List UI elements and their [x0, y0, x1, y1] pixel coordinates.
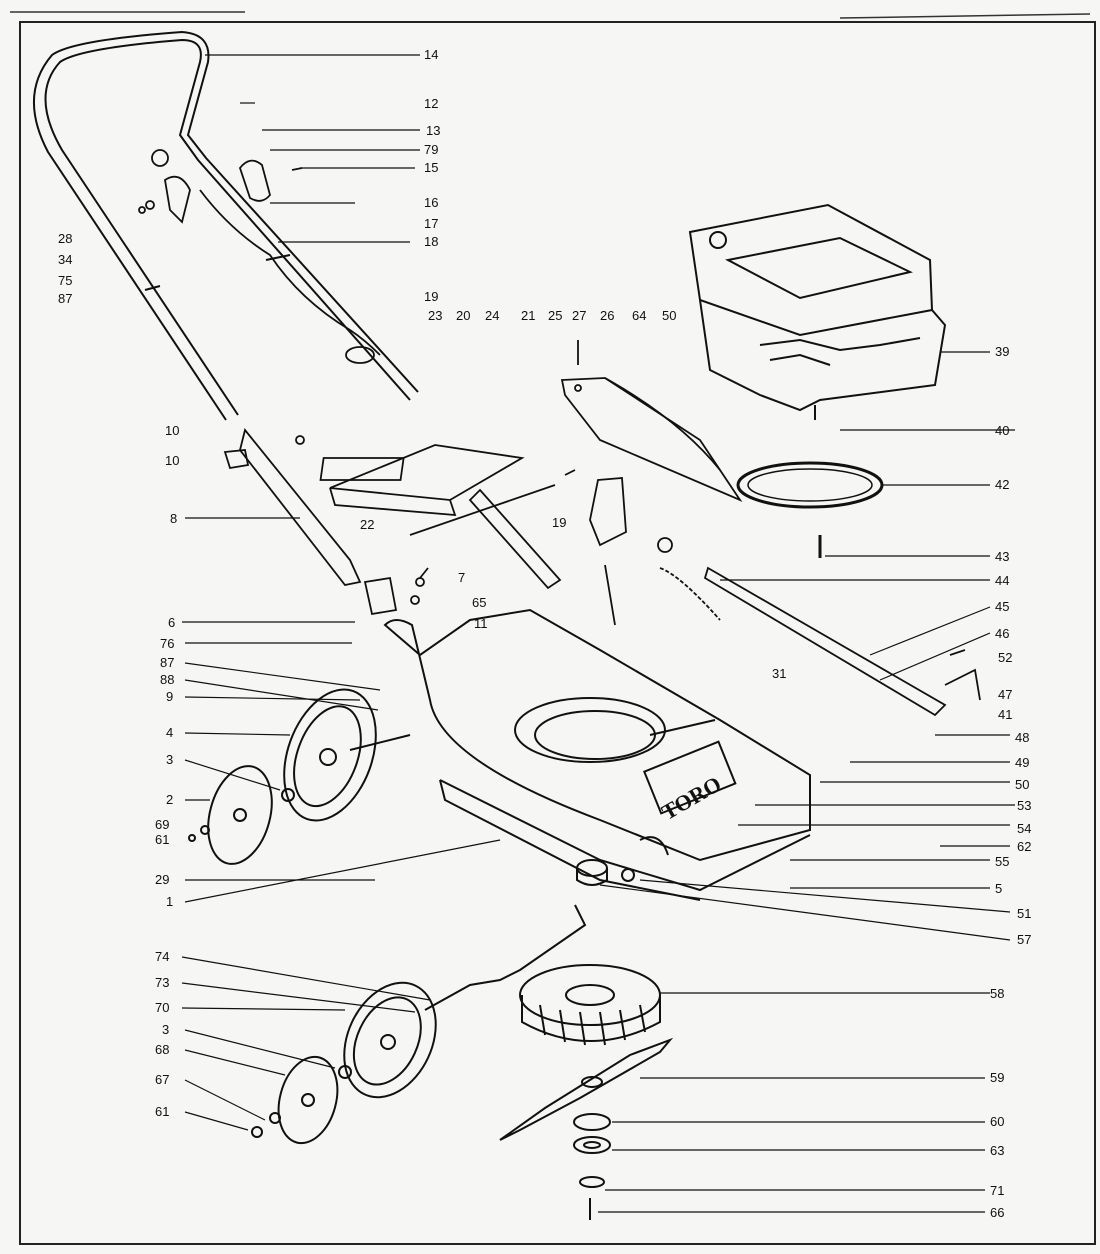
label-27: 27 — [572, 308, 587, 323]
label-23: 23 — [428, 308, 443, 323]
label-41: 41 — [998, 707, 1013, 722]
label-2: 2 — [166, 792, 174, 807]
label-45: 45 — [995, 599, 1010, 614]
label-10-b: 10 — [165, 453, 180, 468]
label-50-top: 50 — [662, 308, 677, 323]
label-26: 26 — [600, 308, 615, 323]
blade-washers — [573, 1076, 611, 1220]
label-16: 16 — [424, 195, 439, 210]
grass-deflector — [319, 444, 576, 590]
label-74: 74 — [155, 949, 170, 964]
label-61-bottom: 61 — [155, 1104, 170, 1119]
label-48: 48 — [1015, 730, 1030, 745]
label-13: 13 — [426, 123, 441, 138]
label-24: 24 — [485, 308, 500, 323]
label-87-top: 87 — [58, 291, 73, 306]
label-12: 12 — [424, 96, 439, 111]
label-51: 51 — [1017, 906, 1032, 921]
label-61-top: 61 — [155, 832, 170, 847]
label-63: 63 — [990, 1143, 1005, 1158]
label-44: 44 — [995, 573, 1010, 588]
label-3-bottom: 3 — [162, 1022, 170, 1037]
label-69: 69 — [155, 817, 170, 832]
label-19-top: 19 — [424, 289, 439, 304]
cooling-fan — [519, 964, 661, 1046]
label-73: 73 — [155, 975, 170, 990]
blade-adapter — [576, 859, 635, 886]
label-14: 14 — [424, 47, 439, 62]
label-50: 50 — [1015, 777, 1030, 792]
label-79: 79 — [424, 142, 439, 157]
label-1: 1 — [166, 894, 174, 909]
label-7: 7 — [458, 570, 466, 585]
label-18: 18 — [424, 234, 439, 249]
label-46: 46 — [995, 626, 1010, 641]
label-87-mid: 87 — [160, 655, 175, 670]
mower-deck: TORO — [383, 608, 811, 901]
label-11: 11 — [474, 616, 488, 631]
label-47: 47 — [998, 687, 1013, 702]
label-60: 60 — [990, 1114, 1005, 1129]
label-68: 68 — [155, 1042, 170, 1057]
label-65: 65 — [472, 595, 487, 610]
label-3-top: 3 — [166, 752, 174, 767]
label-6: 6 — [168, 615, 176, 630]
label-5: 5 — [995, 881, 1003, 896]
label-67: 67 — [155, 1072, 170, 1087]
label-19-mid: 19 — [552, 515, 567, 530]
label-75: 75 — [58, 273, 73, 288]
label-55: 55 — [995, 854, 1010, 869]
label-58: 58 — [990, 986, 1005, 1001]
label-39: 39 — [995, 344, 1010, 359]
label-62: 62 — [1017, 839, 1032, 854]
control-parts — [138, 149, 381, 364]
label-57: 57 — [1017, 932, 1032, 947]
brand-logo-text: TORO — [657, 771, 725, 825]
height-adjust-bar — [604, 564, 981, 717]
rear-hubcap — [188, 765, 273, 865]
front-axle — [424, 904, 587, 1011]
label-25: 25 — [548, 308, 563, 323]
label-88: 88 — [160, 672, 175, 687]
rear-wheel — [281, 688, 411, 822]
label-15: 15 — [424, 160, 439, 175]
label-22: 22 — [360, 517, 375, 532]
leader-lines — [181, 54, 1015, 1213]
label-8: 8 — [170, 511, 178, 526]
label-59: 59 — [990, 1070, 1005, 1085]
label-4: 4 — [166, 725, 174, 740]
front-hubcap — [251, 1055, 339, 1145]
front-wheel — [338, 981, 437, 1099]
mower-blade — [499, 1037, 674, 1141]
label-10-a: 10 — [165, 423, 180, 438]
label-21: 21 — [521, 308, 536, 323]
label-34: 34 — [58, 252, 73, 267]
label-20: 20 — [456, 308, 471, 323]
engine — [688, 203, 947, 420]
label-28: 28 — [58, 231, 73, 246]
lower-handle-bracket — [223, 428, 429, 616]
handle-assembly — [32, 30, 419, 421]
label-76: 76 — [160, 636, 175, 651]
label-54: 54 — [1017, 821, 1032, 836]
label-71: 71 — [990, 1183, 1005, 1198]
label-31: 31 — [772, 666, 787, 681]
label-9: 9 — [166, 689, 174, 704]
label-64: 64 — [632, 308, 647, 323]
label-49: 49 — [1015, 755, 1030, 770]
label-70: 70 — [155, 1000, 170, 1015]
label-43: 43 — [995, 549, 1010, 564]
label-17: 17 — [424, 216, 439, 231]
label-52: 52 — [998, 650, 1013, 665]
label-42: 42 — [995, 477, 1010, 492]
label-66: 66 — [990, 1205, 1005, 1220]
label-29: 29 — [155, 872, 170, 887]
label-53: 53 — [1017, 798, 1032, 813]
label-40: 40 — [995, 423, 1010, 438]
side-shield — [560, 340, 743, 553]
